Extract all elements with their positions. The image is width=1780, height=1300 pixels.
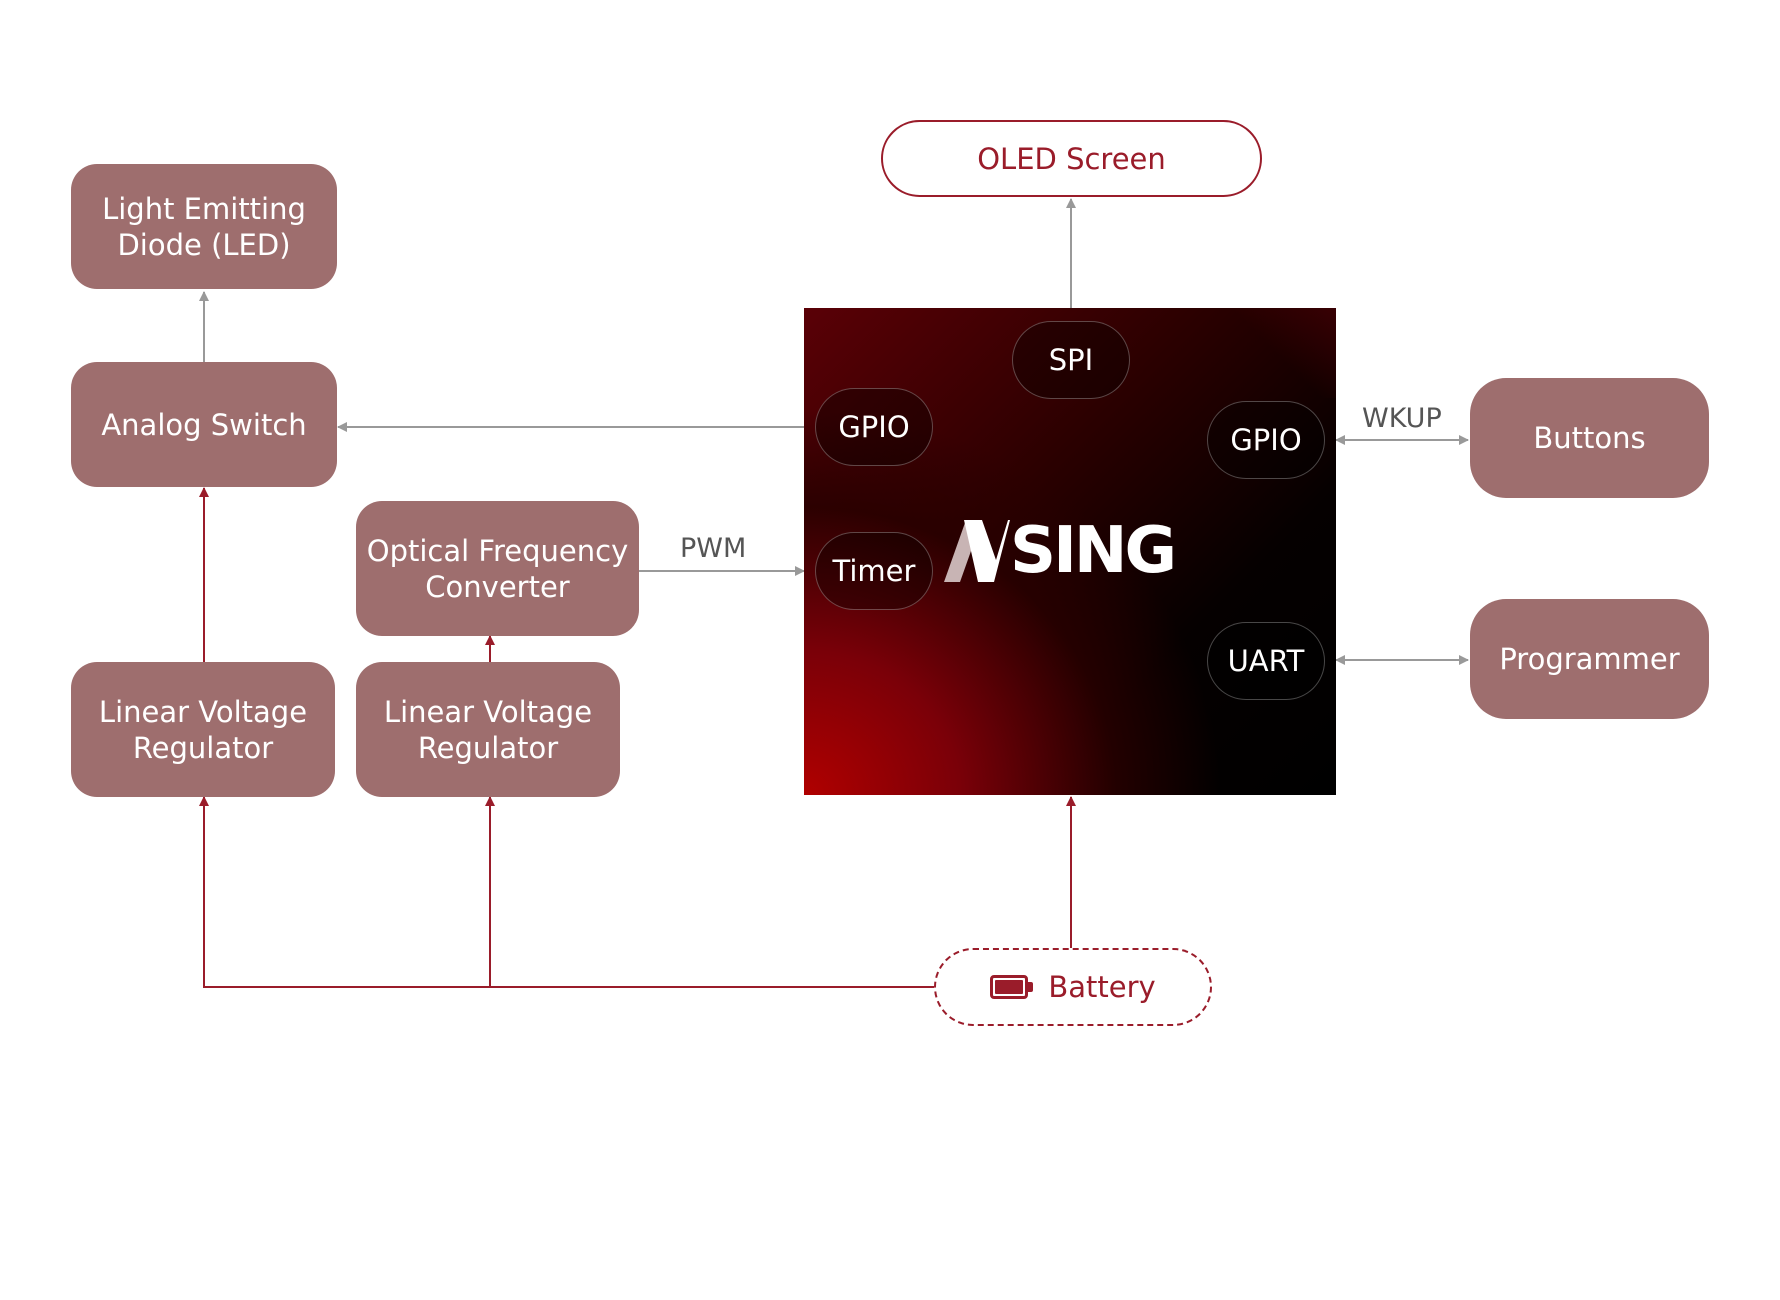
battery-block: Battery (934, 948, 1212, 1026)
linear-voltage-regulator-2-block: Linear Voltage Regulator (356, 662, 620, 797)
programmer-block: Programmer (1470, 599, 1709, 719)
oled-screen-label: OLED Screen (977, 141, 1166, 176)
port-uart-label: UART (1227, 644, 1305, 678)
linear-voltage-regulator-1-label: Linear Voltage Regulator (98, 694, 308, 765)
port-spi-label: SPI (1048, 343, 1094, 377)
nsing-n-mark-icon (944, 520, 1010, 582)
nsing-logo-text: SING (1010, 514, 1177, 588)
port-spi: SPI (1012, 321, 1130, 399)
edge-label-wkup: WKUP (1362, 403, 1442, 434)
port-gpio-right-label: GPIO (1230, 423, 1302, 457)
led-block: Light Emitting Diode (LED) (71, 164, 337, 289)
nsing-logo: SING (944, 516, 1204, 586)
port-timer-label: Timer (832, 554, 916, 588)
mcu-chip (804, 308, 1336, 795)
port-gpio-left-label: GPIO (838, 410, 910, 444)
port-timer: Timer (815, 532, 933, 610)
port-gpio-left: GPIO (815, 388, 933, 466)
oled-screen-block: OLED Screen (881, 120, 1262, 197)
port-gpio-right: GPIO (1207, 401, 1325, 479)
buttons-block: Buttons (1470, 378, 1709, 498)
mcu-sheen (1216, 308, 1336, 398)
battery-label: Battery (1048, 970, 1156, 1004)
battery-icon (990, 975, 1034, 999)
linear-voltage-regulator-2-label: Linear Voltage Regulator (383, 694, 593, 765)
optical-frequency-converter-block: Optical Frequency Converter (356, 501, 639, 636)
analog-switch-block: Analog Switch (71, 362, 337, 487)
edge-label-pwm: PWM (680, 533, 747, 564)
optical-frequency-converter-label: Optical Frequency Converter (366, 533, 629, 604)
wire-battery-bus (199, 796, 934, 988)
analog-switch-label: Analog Switch (101, 407, 307, 442)
led-label: Light Emitting Diode (LED) (102, 191, 306, 262)
linear-voltage-regulator-1-block: Linear Voltage Regulator (71, 662, 335, 797)
buttons-label: Buttons (1533, 421, 1646, 455)
programmer-label: Programmer (1499, 642, 1680, 676)
port-uart: UART (1207, 622, 1325, 700)
